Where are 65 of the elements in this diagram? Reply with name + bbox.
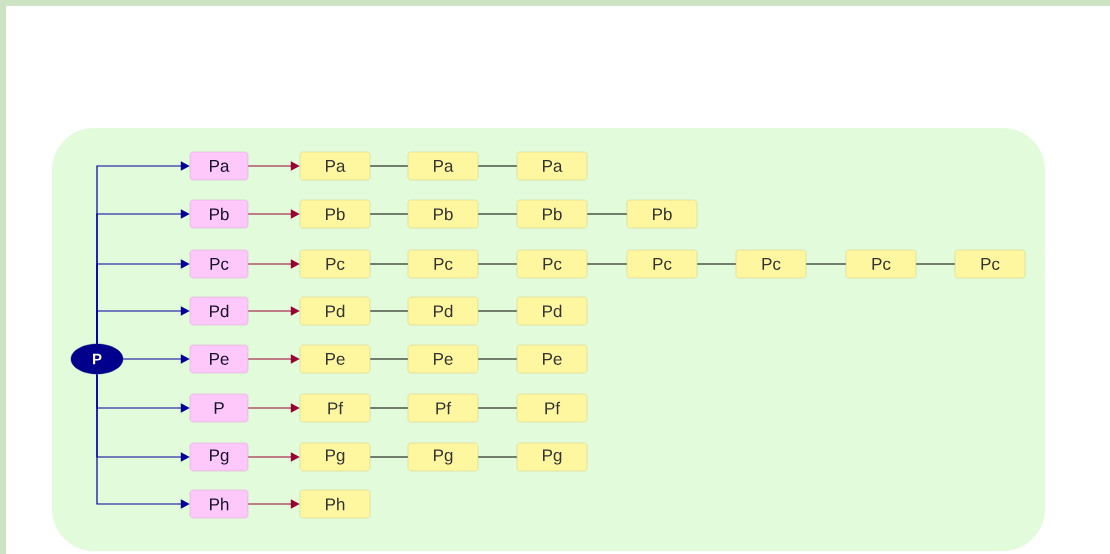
process-box: Pc [516,249,588,279]
arrow [247,306,300,316]
process-box: Pd [189,296,249,326]
process-box: Pg [189,442,249,472]
connector-line [477,165,518,167]
connector-line [477,213,518,215]
process-box: Pa [516,151,588,181]
process-box: Ph [299,489,371,519]
process-box: Pb [407,199,479,229]
connector-line [369,263,409,265]
process-box: Pa [189,151,249,181]
arrow [96,373,190,509]
process-box: Pc [735,249,807,279]
arrow [247,209,300,219]
process-box: Pc [189,249,249,279]
process-box: Pc [299,249,371,279]
connector-line [805,263,847,265]
arrow [247,499,300,509]
arrow [247,354,300,364]
process-box: Pc [954,249,1026,279]
process-box: Pe [407,344,479,374]
process-box: Pf [516,393,588,423]
connector-line [369,310,409,312]
connector-line [369,358,409,360]
process-box: Pc [626,249,698,279]
process-box: Pe [516,344,588,374]
process-box: Pg [516,442,588,472]
process-box: Ph [189,489,249,519]
process-box: Pb [516,199,588,229]
connector-line [477,456,518,458]
connector-line [696,263,737,265]
connector-line [586,263,628,265]
connector-line [477,263,518,265]
connector-line [477,310,518,312]
process-box: Pc [407,249,479,279]
arrow [247,403,300,413]
process-box: Pa [299,151,371,181]
process-box: Pd [299,296,371,326]
connector-line [369,407,409,409]
connector-line [369,456,409,458]
arrow [122,354,190,364]
process-box: Pb [626,199,698,229]
process-box: Pd [516,296,588,326]
arrow [247,259,300,269]
process-box: Pe [299,344,371,374]
connector-line [915,263,956,265]
connector-line [586,213,628,215]
process-box: Pb [189,199,249,229]
process-box: Pg [299,442,371,472]
connector-line [369,165,409,167]
process-box: Pd [407,296,479,326]
connector-line [477,358,518,360]
connector-line [477,407,518,409]
arrow [96,306,190,345]
process-box: Pc [845,249,917,279]
connector-line [369,213,409,215]
process-box: P [189,393,249,423]
process-box: Pf [407,393,479,423]
arrow [247,452,300,462]
process-box: Pb [299,199,371,229]
arrow [247,161,300,171]
process-box: Pe [189,344,249,374]
process-box: Pf [299,393,371,423]
process-box: Pg [407,442,479,472]
process-box: Pa [407,151,479,181]
